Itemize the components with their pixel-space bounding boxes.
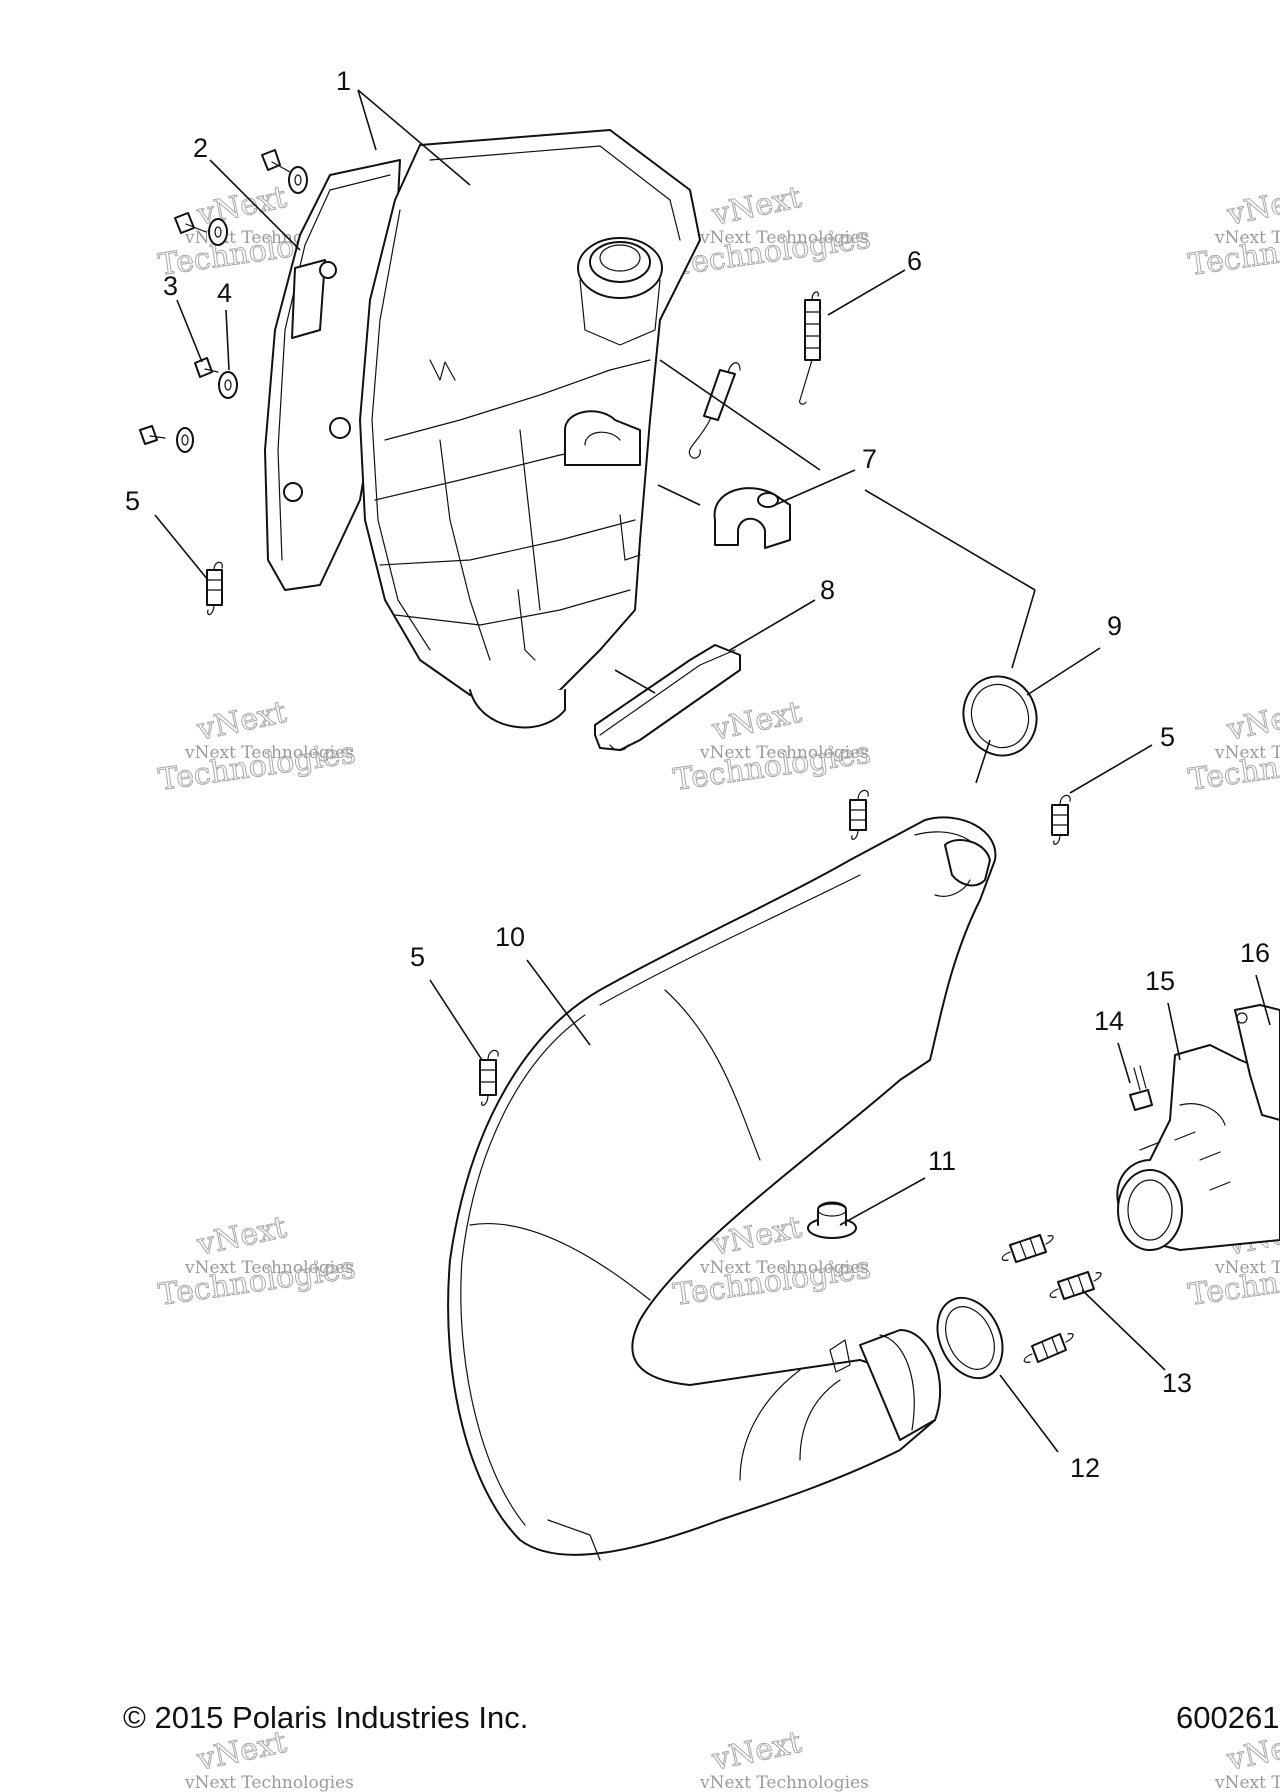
callout-16: 16: [1240, 938, 1270, 968]
callout-11: 11: [928, 1146, 956, 1176]
exhaust-manifold: [1116, 1044, 1280, 1251]
callout-7: 7: [862, 444, 877, 474]
svg-text:vNext Technologies: vNext Technologies: [699, 1773, 869, 1792]
watermark: vNext vNext Technologies Technologies: [1186, 179, 1280, 283]
watermark: vNext vNext Technologies Technologies: [156, 694, 358, 798]
watermark: vNext vNext Technologies Technologies: [1186, 694, 1280, 798]
watermark: vNext vNext Technologies Technologies: [671, 694, 873, 798]
callout-5: 5: [1160, 722, 1175, 752]
svg-text:vNext Technologies: vNext Technologies: [1214, 1258, 1280, 1278]
callout-14: 14: [1094, 1006, 1124, 1036]
heat-shield-strip: [594, 644, 741, 751]
svg-text:vNext Technologies: vNext Technologies: [184, 743, 354, 763]
gasket-ring: [962, 675, 1038, 757]
svg-text:vNext Technologies: vNext Technologies: [1214, 1773, 1280, 1792]
callout-4: 4: [217, 278, 232, 308]
figure-number: 6002617: [1176, 1700, 1280, 1735]
svg-text:vNext Technologies: vNext Technologies: [699, 1258, 869, 1278]
callout-1: 1: [336, 66, 351, 96]
leader-lines: [154, 89, 1271, 1453]
clamp-ring: [936, 1296, 1004, 1380]
callout-13: 13: [1162, 1368, 1192, 1398]
svg-text:vNext Technologies: vNext Technologies: [699, 743, 869, 763]
callout-2: 2: [193, 133, 208, 163]
copyright-notice: © 2015 Polaris Industries Inc.: [123, 1700, 528, 1735]
clamp-bracket: [713, 487, 791, 549]
svg-text:vNext: vNext: [193, 695, 289, 748]
bolt-and-washer-set: [139, 149, 308, 453]
muffler-assembly: [264, 129, 701, 729]
callout-6: 6: [907, 246, 922, 276]
callout-15: 15: [1145, 966, 1175, 996]
callout-9: 9: [1107, 611, 1122, 641]
svg-text:vNext Technologies: vNext Technologies: [184, 1258, 354, 1278]
callout-5: 5: [410, 942, 425, 972]
manifold-gasket: [1234, 1004, 1280, 1121]
callout-10: 10: [495, 922, 525, 952]
svg-text:vNext: vNext: [193, 1210, 289, 1263]
svg-text:vNext: vNext: [1223, 180, 1280, 233]
expansion-chamber: [447, 816, 997, 1561]
svg-text:vNext: vNext: [708, 180, 804, 233]
svg-text:vNext Technologies: vNext Technologies: [1214, 228, 1280, 248]
svg-text:vNext: vNext: [1223, 695, 1280, 748]
svg-text:vNext: vNext: [708, 695, 804, 748]
bolt: [1129, 1065, 1153, 1111]
watermark: vNext vNext Technologies: [699, 1724, 869, 1792]
callout-3: 3: [163, 271, 178, 301]
svg-text:vNext: vNext: [708, 1725, 804, 1778]
watermark: vNext vNext Technologies Technologies: [671, 179, 873, 283]
svg-text:vNext Technologies: vNext Technologies: [699, 228, 869, 248]
callout-5: 5: [125, 486, 140, 516]
callout-12: 12: [1070, 1453, 1100, 1483]
svg-text:vNext Technologies: vNext Technologies: [1214, 743, 1280, 763]
spring-group: [206, 291, 1102, 1363]
callout-8: 8: [820, 575, 835, 605]
watermark: vNext vNext Technologies Technologies: [156, 1209, 358, 1313]
callout-labels: 1 2 3 4 5 6 7 8 9 5 10 5 11 16 15 14 13 …: [125, 66, 1270, 1483]
svg-text:vNext Technologies: vNext Technologies: [184, 1773, 354, 1792]
